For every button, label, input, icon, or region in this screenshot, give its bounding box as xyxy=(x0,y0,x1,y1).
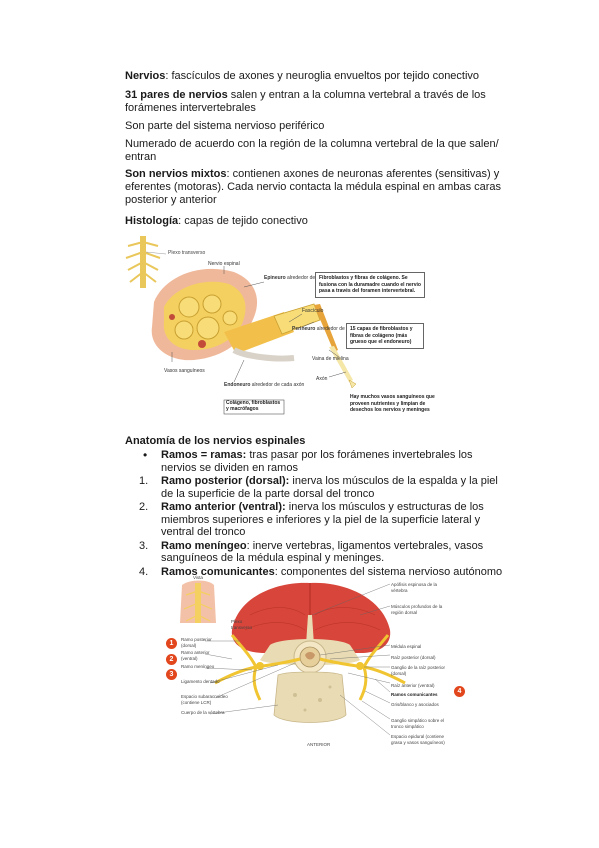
heading-anatomia: Anatomía de los nervios espinales xyxy=(125,435,306,447)
label-endoneuro: Endoneuro alrededor de cada axón xyxy=(224,382,305,388)
label-raiz-post: Raíz posterior (dorsal) xyxy=(391,655,436,660)
label-ganglio-simp: Ganglio simpático sobre el tronco simpát… xyxy=(391,718,445,729)
label-ramo-meningeo: Ramo meníngeo xyxy=(181,664,215,669)
label-plexo: Plexo transverso xyxy=(168,250,205,256)
vertebra xyxy=(260,615,360,723)
label-axon: Axón xyxy=(316,376,328,382)
box-colageno-text: Colágeno, fibroblastos y macrófagos xyxy=(226,400,281,412)
badge-1: 1 xyxy=(166,638,177,649)
list-item-ramo-posterior: 1. Ramo posterior (dorsal): inerva los m… xyxy=(139,475,498,500)
nerve-histology-figure: Plexo transverso xyxy=(125,236,378,415)
paragraph-numerado: Numerado de acuerdo con la región de la … xyxy=(125,138,499,163)
label-vaina: Vaina de mielina xyxy=(312,356,349,362)
label-medula: Médula espinal xyxy=(391,644,422,649)
label-espacio-epi: Espacio epidural (contiene grasa y vasos… xyxy=(391,734,445,745)
paragraph-histologia: Histología: capas de tejido conectivo xyxy=(125,215,308,227)
list-item-ramos: • Ramos = ramas: tras pasar por los forá… xyxy=(143,448,473,474)
spinal-nerve-anatomy-figure xyxy=(180,580,406,736)
note-vasos: Hay muchos vasos sanguíneos que proveen … xyxy=(350,394,435,413)
list-item-ramo-anterior: 2. Ramo anterior (ventral): inerva los m… xyxy=(139,501,484,538)
badge-4: 4 xyxy=(454,686,465,697)
label-ganglio: Ganglio de la raíz posterior (dorsal) xyxy=(391,665,446,676)
label-vasos: Vasos sanguíneos xyxy=(164,368,205,374)
badge-3: 3 xyxy=(166,669,177,680)
box-capas: 15 capas de fibroblastos y fibras de col… xyxy=(346,323,424,349)
badge-2: 2 xyxy=(166,654,177,665)
label-nervio-espinal: Nervio espinal xyxy=(208,261,240,267)
label-anterior: ANTERIOR xyxy=(307,742,331,747)
label-espacio-sub: Espacio subaracnoideo (contiene LCR) xyxy=(181,694,228,705)
nerve-cross-section xyxy=(151,268,357,389)
label-vista: Vista xyxy=(193,575,203,580)
label-ramos-com: Ramos comunicantes xyxy=(391,692,438,697)
paragraph-snp: Son parte del sistema nervioso periféric… xyxy=(125,120,325,132)
label-raiz-ant: Raíz anterior (ventral) xyxy=(391,683,435,688)
box-colageno xyxy=(223,399,285,415)
spine-thumbnail xyxy=(125,236,167,288)
paragraph-mixtos: Son nervios mixtos: contienen axones de … xyxy=(125,168,502,206)
box-fibroblastos: Fibroblastos y fibras de colágeno. Se fu… xyxy=(315,272,425,298)
list-item-ramo-meningeo: 3. Ramo meníngeo: inerve vertebras, liga… xyxy=(139,539,484,565)
label-ligamento: Ligamento dentado xyxy=(181,679,220,684)
label-ramo-posterior: Ramo posterior (dorsal) xyxy=(181,637,212,648)
label-gris: Gris/blanco y asociados xyxy=(391,702,439,707)
label-plexo-2: Plexo transverso xyxy=(231,619,253,630)
label-cuerpo: Cuerpo de la vértebra xyxy=(181,710,225,715)
paragraph-31-pares: 31 pares de nervios salen y entran a la … xyxy=(125,89,486,114)
list-item-ramos-comunicantes: 4. Ramos comunicantes: componentes del s… xyxy=(139,565,503,578)
torso-thumbnail xyxy=(180,580,216,623)
label-musculos: Músculos profundos de la región dorsal xyxy=(391,604,443,615)
anatomy-list: • Ramos = ramas: tras pasar por los forá… xyxy=(125,449,510,579)
paragraph-nervios: Nervios: fascículos de axones y neurogli… xyxy=(125,70,480,82)
label-apofisis: Apófisis espinosa de la vértebra xyxy=(391,582,438,593)
label-ramo-anterior: Ramo anterior (ventral) xyxy=(181,650,210,661)
label-fasciculo: Fascículo xyxy=(302,308,324,314)
